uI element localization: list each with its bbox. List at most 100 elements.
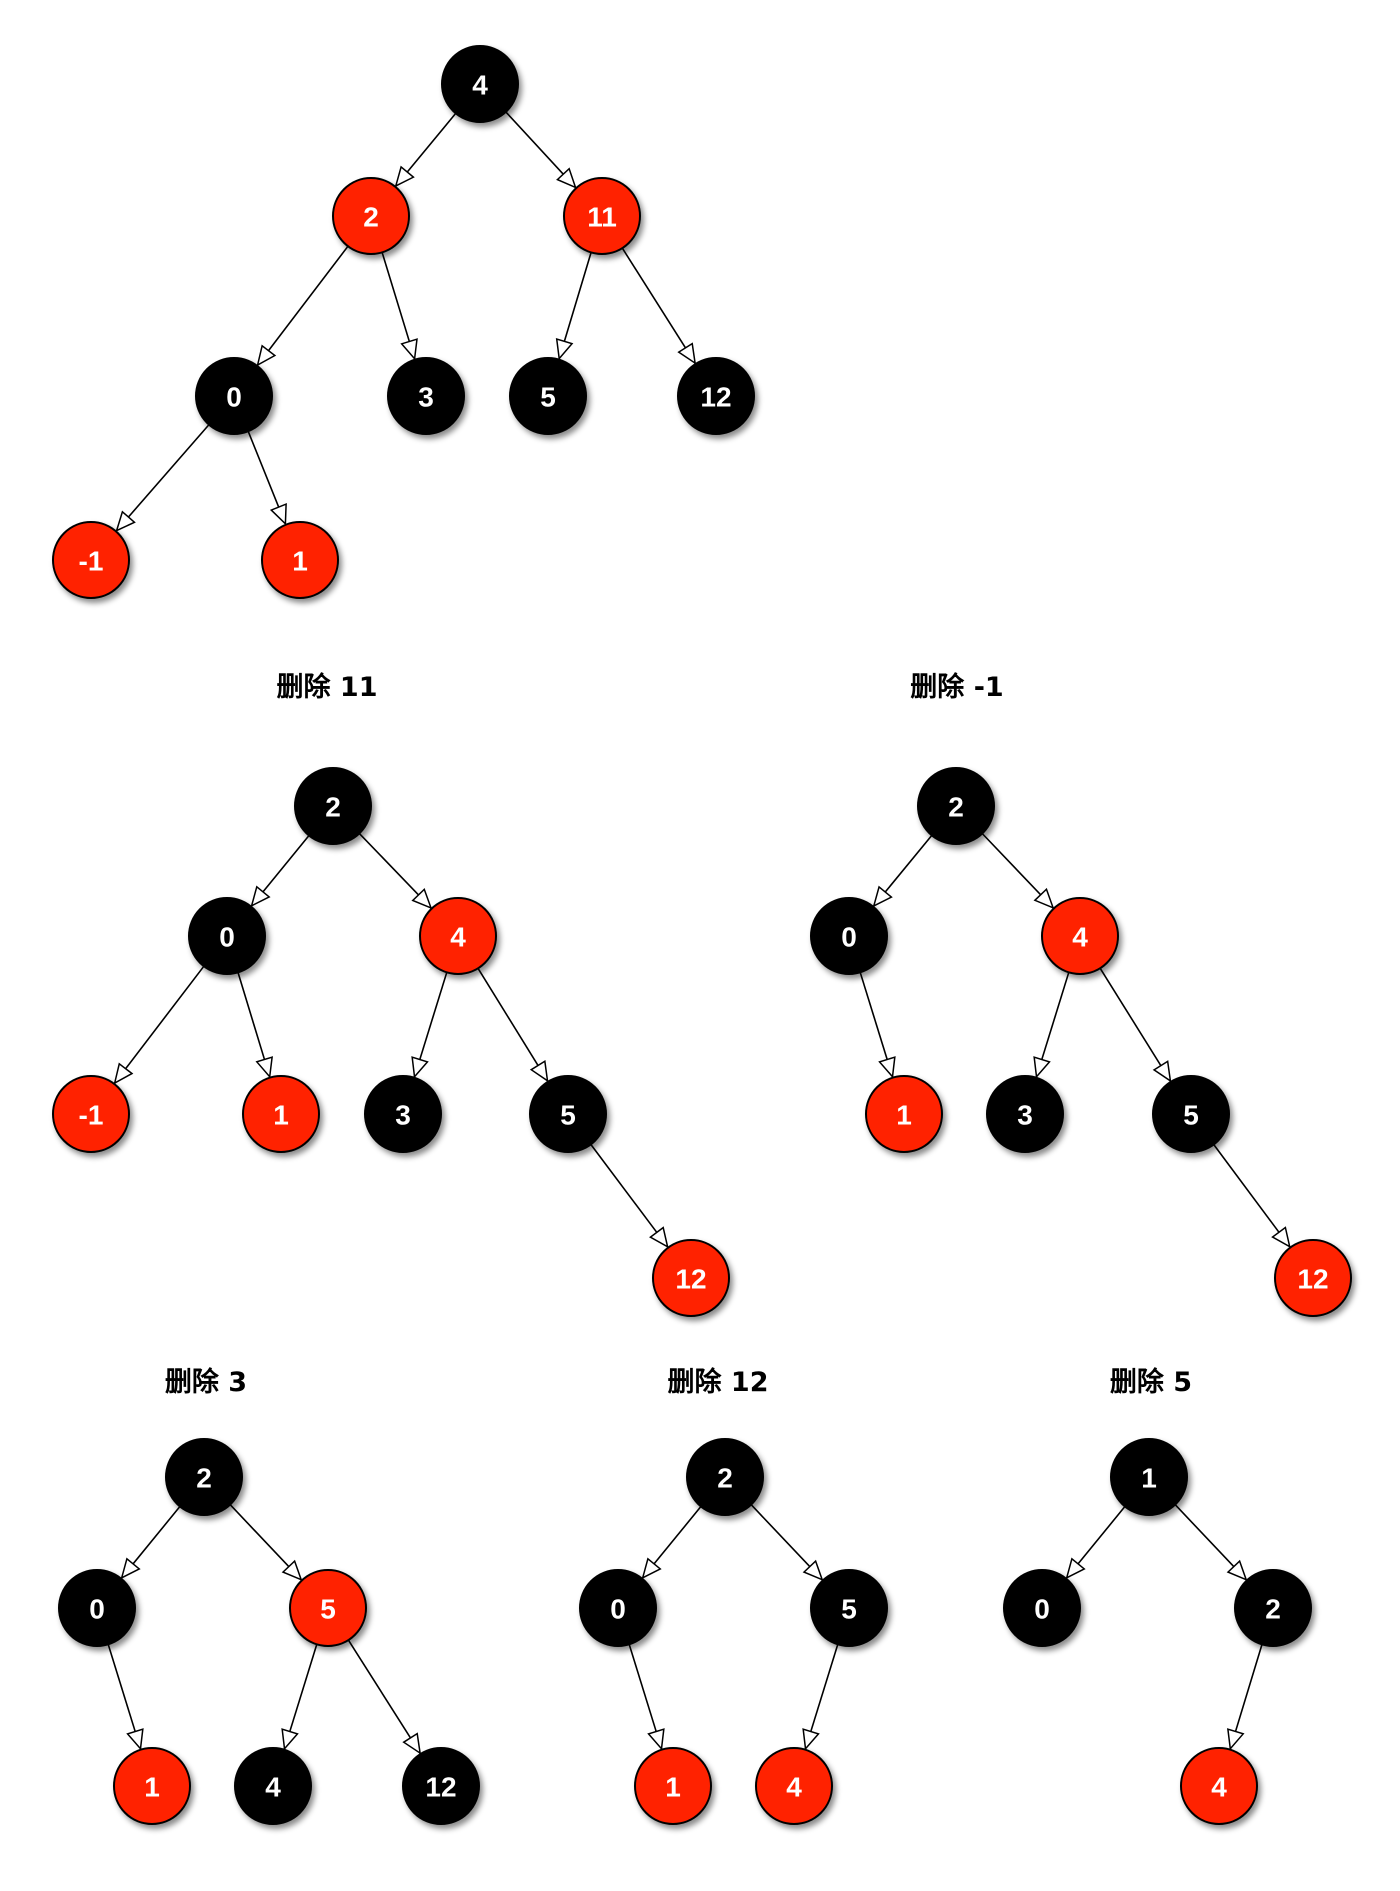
node-label: 1 — [273, 1100, 289, 1131]
node-initial-5: 5 — [509, 357, 587, 435]
node-circle-black — [294, 767, 372, 845]
edge-initial-0-to-1 — [247, 431, 285, 524]
node-after_delete_3-2: 2 — [165, 1438, 243, 1516]
node-label: 12 — [700, 382, 731, 413]
node-label: 12 — [675, 1264, 706, 1295]
node-label: 2 — [325, 792, 341, 823]
node-after_delete_neg1-1: 1 — [865, 1075, 943, 1153]
node-initial-3: 3 — [387, 357, 465, 435]
node-circle-black — [165, 1438, 243, 1516]
caption-delete-5: 删除 5 — [1109, 1367, 1193, 1398]
node-label: 0 — [1034, 1594, 1050, 1625]
edge-after_delete_12-0-to-1 — [628, 1644, 661, 1748]
node-after_delete_3-0: 0 — [58, 1569, 136, 1647]
edge-after_delete_11-2-to-0 — [252, 834, 310, 906]
node-after_delete_5-2: 2 — [1234, 1569, 1312, 1647]
node-after_delete_neg1-5: 5 — [1152, 1075, 1230, 1153]
node-circle-black — [195, 357, 273, 435]
node-circle-black — [986, 1075, 1064, 1153]
node-circle-black — [1234, 1569, 1312, 1647]
node-initial-11: 11 — [563, 177, 641, 255]
node-circle-black — [686, 1438, 764, 1516]
edge-initial-2-to-0 — [258, 245, 349, 365]
node-label: 2 — [948, 792, 964, 823]
node-after_delete_11-12: 12 — [652, 1239, 730, 1317]
node-circle-black — [402, 1747, 480, 1825]
node-after_delete_12-1: 1 — [634, 1747, 712, 1825]
node-label: 3 — [418, 382, 434, 413]
node-circle-red — [1274, 1239, 1352, 1317]
node-label: 0 — [610, 1594, 626, 1625]
node-after_delete_11-5: 5 — [529, 1075, 607, 1153]
node-circle-red — [865, 1075, 943, 1153]
node-circle-red — [419, 897, 497, 975]
node-label: 5 — [560, 1100, 576, 1131]
node-circle-black — [810, 897, 888, 975]
node-after_delete_11-0: 0 — [188, 897, 266, 975]
node-initial-2: 2 — [332, 177, 410, 255]
node-circle-black — [1152, 1075, 1230, 1153]
edge-after_delete_11-0-to--1 — [115, 965, 205, 1083]
node-circle-red — [261, 521, 339, 599]
node-initial-1: 1 — [261, 521, 339, 599]
edge-after_delete_11-4-to-5 — [477, 967, 548, 1081]
node-circle-red — [52, 1075, 130, 1153]
node-after_delete_11-4: 4 — [419, 897, 497, 975]
node-circle-red — [289, 1569, 367, 1647]
node-circle-black — [917, 767, 995, 845]
node-circle-red — [113, 1747, 191, 1825]
node-after_delete_neg1-0: 0 — [810, 897, 888, 975]
node-after_delete_5-0: 0 — [1003, 1569, 1081, 1647]
node-label: 1 — [144, 1772, 160, 1803]
node-circle-black — [509, 357, 587, 435]
edge-after_delete_12-2-to-5 — [750, 1504, 822, 1580]
node-label: 5 — [1183, 1100, 1199, 1131]
edge-after_delete_11-4-to-3 — [415, 972, 448, 1076]
edge-after_delete_11-0-to-1 — [237, 972, 270, 1076]
node-circle-red — [332, 177, 410, 255]
node-label: 4 — [786, 1772, 802, 1803]
node-label: 0 — [226, 382, 242, 413]
edge-after_delete_5-2-to-4 — [1230, 1644, 1263, 1748]
node-circle-red — [755, 1747, 833, 1825]
node-after_delete_11-3: 3 — [364, 1075, 442, 1153]
node-after_delete_12-4: 4 — [755, 1747, 833, 1825]
edge-after_delete_11-5-to-12 — [590, 1143, 668, 1246]
edge-initial-0-to--1 — [117, 424, 210, 531]
edge-after_delete_3-5-to-12 — [347, 1639, 420, 1753]
caption-delete-11: 删除 11 — [276, 672, 378, 703]
edge-after_delete_neg1-4-to-3 — [1037, 972, 1070, 1076]
node-after_delete_3-1: 1 — [113, 1747, 191, 1825]
node-after_delete_neg1-2: 2 — [917, 767, 995, 845]
node-after_delete_3-5: 5 — [289, 1569, 367, 1647]
edge-after_delete_11-2-to-4 — [358, 832, 431, 908]
node-circle-black — [364, 1075, 442, 1153]
node-label: 1 — [896, 1100, 912, 1131]
caption-delete-12: 删除 12 — [667, 1367, 769, 1398]
node-label: 4 — [1211, 1772, 1227, 1803]
edge-after_delete_neg1-2-to-0 — [874, 834, 933, 906]
node-after_delete_neg1-4: 4 — [1041, 897, 1119, 975]
node-circle-red — [242, 1075, 320, 1153]
node-after_delete_3-12: 12 — [402, 1747, 480, 1825]
edge-after_delete_3-2-to-5 — [229, 1504, 301, 1580]
node-label: 2 — [363, 202, 379, 233]
node-circle-black — [810, 1569, 888, 1647]
edge-after_delete_neg1-5-to-12 — [1213, 1144, 1290, 1247]
node-label: 4 — [472, 70, 488, 101]
node-after_delete_5-1: 1 — [1110, 1438, 1188, 1516]
node-circle-red — [563, 177, 641, 255]
edge-after_delete_neg1-0-to-1 — [859, 972, 892, 1076]
node-after_delete_neg1-3: 3 — [986, 1075, 1064, 1153]
node-label: 2 — [1265, 1594, 1281, 1625]
node-after_delete_12-0: 0 — [579, 1569, 657, 1647]
node-label: 5 — [320, 1594, 336, 1625]
edge-after_delete_5-1-to-2 — [1174, 1504, 1246, 1580]
node-after_delete_neg1-12: 12 — [1274, 1239, 1352, 1317]
node-circle-red — [52, 521, 130, 599]
edge-initial-11-to-5 — [559, 252, 592, 358]
node-label: 12 — [1297, 1264, 1328, 1295]
edge-initial-2-to-3 — [381, 252, 415, 358]
node-circle-black — [58, 1569, 136, 1647]
